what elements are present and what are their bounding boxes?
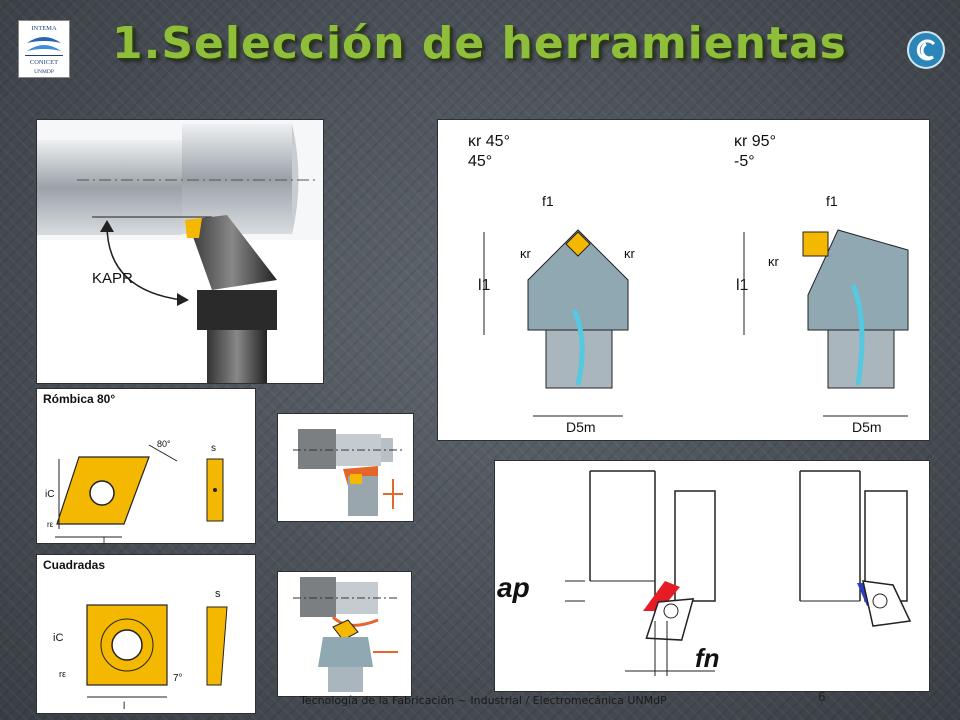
kapr-turning-figure: KAPR — [36, 119, 324, 384]
fn-label: fn — [695, 643, 720, 673]
slide-footer: Tecnología de la Fabricación ~ Industria… — [300, 694, 667, 707]
left-kr-small-label-2: κr — [624, 246, 636, 261]
logo-text-conicet: CONICET — [30, 59, 58, 66]
rhombic-l-label: l — [103, 535, 105, 543]
logo-text-unmdp: UNMDP — [34, 69, 54, 75]
square-angle-label: 7° — [173, 673, 183, 684]
left-kr-label: κr 45° — [468, 133, 510, 150]
square-title: Cuadradas — [43, 558, 105, 572]
rhombic-insert-figure: Rómbica 80° iC rε l 80° s — [36, 388, 256, 544]
intema-logo: INTEMA CONICET UNMDP — [18, 20, 70, 78]
square-ic-label: iC — [53, 632, 63, 644]
right-kr-small-label: κr — [768, 254, 780, 269]
square-insert-figure: Cuadradas iC rε l s 7° — [36, 554, 256, 714]
logo-text-intema: INTEMA — [31, 25, 57, 32]
right-kr-label: κr 95° — [734, 133, 776, 150]
holder-drawing-figure: κr 45° 45° κr 95° -5° f1 l1 κr κr D5m f1… — [437, 119, 930, 441]
right-d5m-label: D5m — [852, 419, 882, 435]
right-angle-label: -5° — [734, 153, 755, 170]
swirl-icon — [906, 30, 946, 70]
rhombic-s-label: s — [211, 443, 216, 454]
square-r-label: rε — [59, 669, 66, 679]
right-l1-label: l1 — [736, 277, 749, 294]
left-f1-label: f1 — [542, 193, 554, 209]
left-d5m-label: D5m — [566, 419, 596, 435]
rhombic-title: Rómbica 80° — [43, 392, 115, 406]
square-l-label: l — [123, 701, 125, 712]
rhombic-r-label: rε — [47, 520, 54, 529]
left-kr-small-label: κr — [520, 246, 532, 261]
left-angle-label: 45° — [468, 153, 492, 170]
square-s-label: s — [215, 588, 221, 600]
turning-thumbnail-2 — [277, 571, 412, 697]
rhombic-angle-label: 80° — [157, 439, 171, 449]
kapr-label: KAPR — [92, 270, 133, 287]
turning-thumbnail-1 — [277, 413, 414, 522]
page-number: 6 — [818, 690, 826, 704]
slide-title: 1.Selección de herramientas — [112, 18, 847, 69]
ap-label: ap — [497, 572, 530, 603]
right-f1-label: f1 — [826, 193, 838, 209]
rhombic-ic-label: iC — [45, 489, 54, 500]
depth-feed-figure: ap fn — [494, 460, 930, 692]
